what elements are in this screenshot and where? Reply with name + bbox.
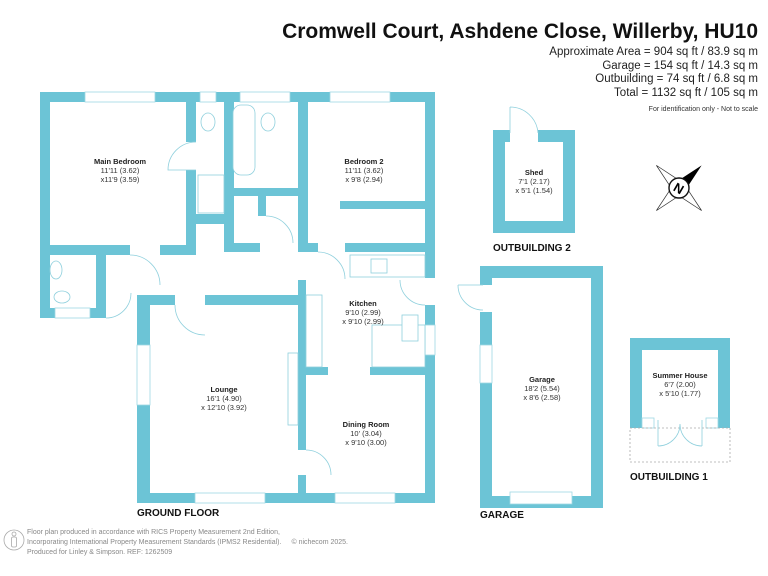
room-name: Bedroom 2 [344, 157, 383, 166]
footer-credits: Floor plan produced in accordance with R… [27, 528, 348, 558]
room-kitchen: Kitchen 9'10 (2.99) x 9'10 (2.99) [342, 299, 384, 326]
summer-house-plan [629, 338, 731, 463]
footer-line-2: Incorporating International Property Mea… [27, 539, 282, 546]
section-outbuilding-1: OUTBUILDING 1 [630, 472, 708, 483]
room-lounge: Lounge 16'1 (4.90) x 12'10 (3.92) [201, 385, 247, 412]
area-summary: Approximate Area = 904 sq ft / 83.9 sq m… [549, 46, 758, 117]
room-dim: x 5'1 (1.54) [515, 186, 553, 195]
room-dim: 11'11 (3.62) [345, 166, 384, 175]
room-dim: 10' (3.04) [350, 429, 382, 438]
area-approximate: Approximate Area = 904 sq ft / 83.9 sq m [549, 46, 758, 58]
room-name: Kitchen [349, 299, 377, 308]
garage-plan [457, 266, 603, 508]
footer-line-3: Produced for Linley & Simpson. REF: 1262… [27, 549, 173, 556]
footer-line-1: Floor plan produced in accordance with R… [27, 529, 280, 536]
room-name: Main Bedroom [94, 157, 146, 166]
footer-copyright: © nichecom 2025. [291, 539, 348, 546]
room-dim: 18'2 (5.54) [524, 384, 560, 393]
shed-plan [493, 106, 575, 233]
room-dim: 11'11 (3.62) [101, 166, 140, 175]
room-dim: x 5'10 (1.77) [659, 389, 701, 398]
room-name: Summer House [652, 371, 707, 380]
room-main-bedroom: Main Bedroom 11'11 (3.62) x11'9 (3.59) [94, 157, 146, 184]
scale-note: For identification only - Not to scale [648, 106, 758, 113]
room-name: Shed [525, 168, 544, 177]
room-name: Garage [529, 375, 555, 384]
room-dim: 16'1 (4.90) [206, 394, 242, 403]
room-dim: 7'1 (2.17) [518, 177, 550, 186]
area-outbuilding: Outbuilding = 74 sq ft / 6.8 sq m [595, 73, 758, 85]
room-dim: x11'9 (3.59) [101, 175, 140, 184]
compass-icon [656, 165, 702, 211]
room-dim: x 8'6 (2.58) [523, 393, 561, 402]
area-garage: Garage = 154 sq ft / 14.3 sq m [602, 59, 758, 72]
room-summer-house: Summer House 6'7 (2.00) x 5'10 (1.77) [652, 371, 707, 398]
section-ground-floor: GROUND FLOOR [137, 508, 220, 519]
room-shed: Shed 7'1 (2.17) x 5'1 (1.54) [515, 168, 553, 195]
room-dim: 6'7 (2.00) [664, 380, 696, 389]
section-garage: GARAGE [480, 510, 524, 521]
room-name: Dining Room [343, 420, 390, 429]
person-icon [3, 529, 25, 551]
room-garage: Garage 18'2 (5.54) x 8'6 (2.58) [523, 375, 561, 402]
room-dim: 9'10 (2.99) [345, 308, 381, 317]
section-outbuilding-2: OUTBUILDING 2 [493, 243, 571, 254]
room-bedroom-2: Bedroom 2 11'11 (3.62) x 9'8 (2.94) [344, 157, 383, 184]
room-name: Lounge [210, 385, 237, 394]
room-dim: x 9'10 (3.00) [345, 438, 387, 447]
room-dim: x 9'10 (2.99) [342, 317, 384, 326]
room-dim: x 12'10 (3.92) [201, 403, 247, 412]
room-dim: x 9'8 (2.94) [345, 175, 383, 184]
ground-floor-plan [40, 91, 436, 504]
property-title: Cromwell Court, Ashdene Close, Willerby,… [282, 20, 758, 43]
room-dining: Dining Room 10' (3.04) x 9'10 (3.00) [343, 420, 390, 447]
area-total: Total = 1132 sq ft / 105 sq m [614, 86, 758, 99]
